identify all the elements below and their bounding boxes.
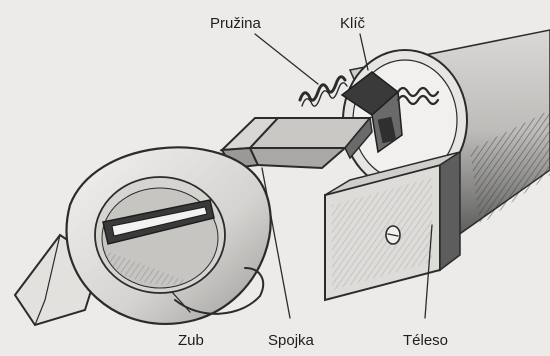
label-pruzina: Pružina xyxy=(210,15,262,32)
label-klic: Klíč xyxy=(340,15,366,32)
label-teleso: Téleso xyxy=(403,332,448,349)
label-spojka: Spojka xyxy=(268,332,315,349)
label-zub: Zub xyxy=(178,332,204,349)
